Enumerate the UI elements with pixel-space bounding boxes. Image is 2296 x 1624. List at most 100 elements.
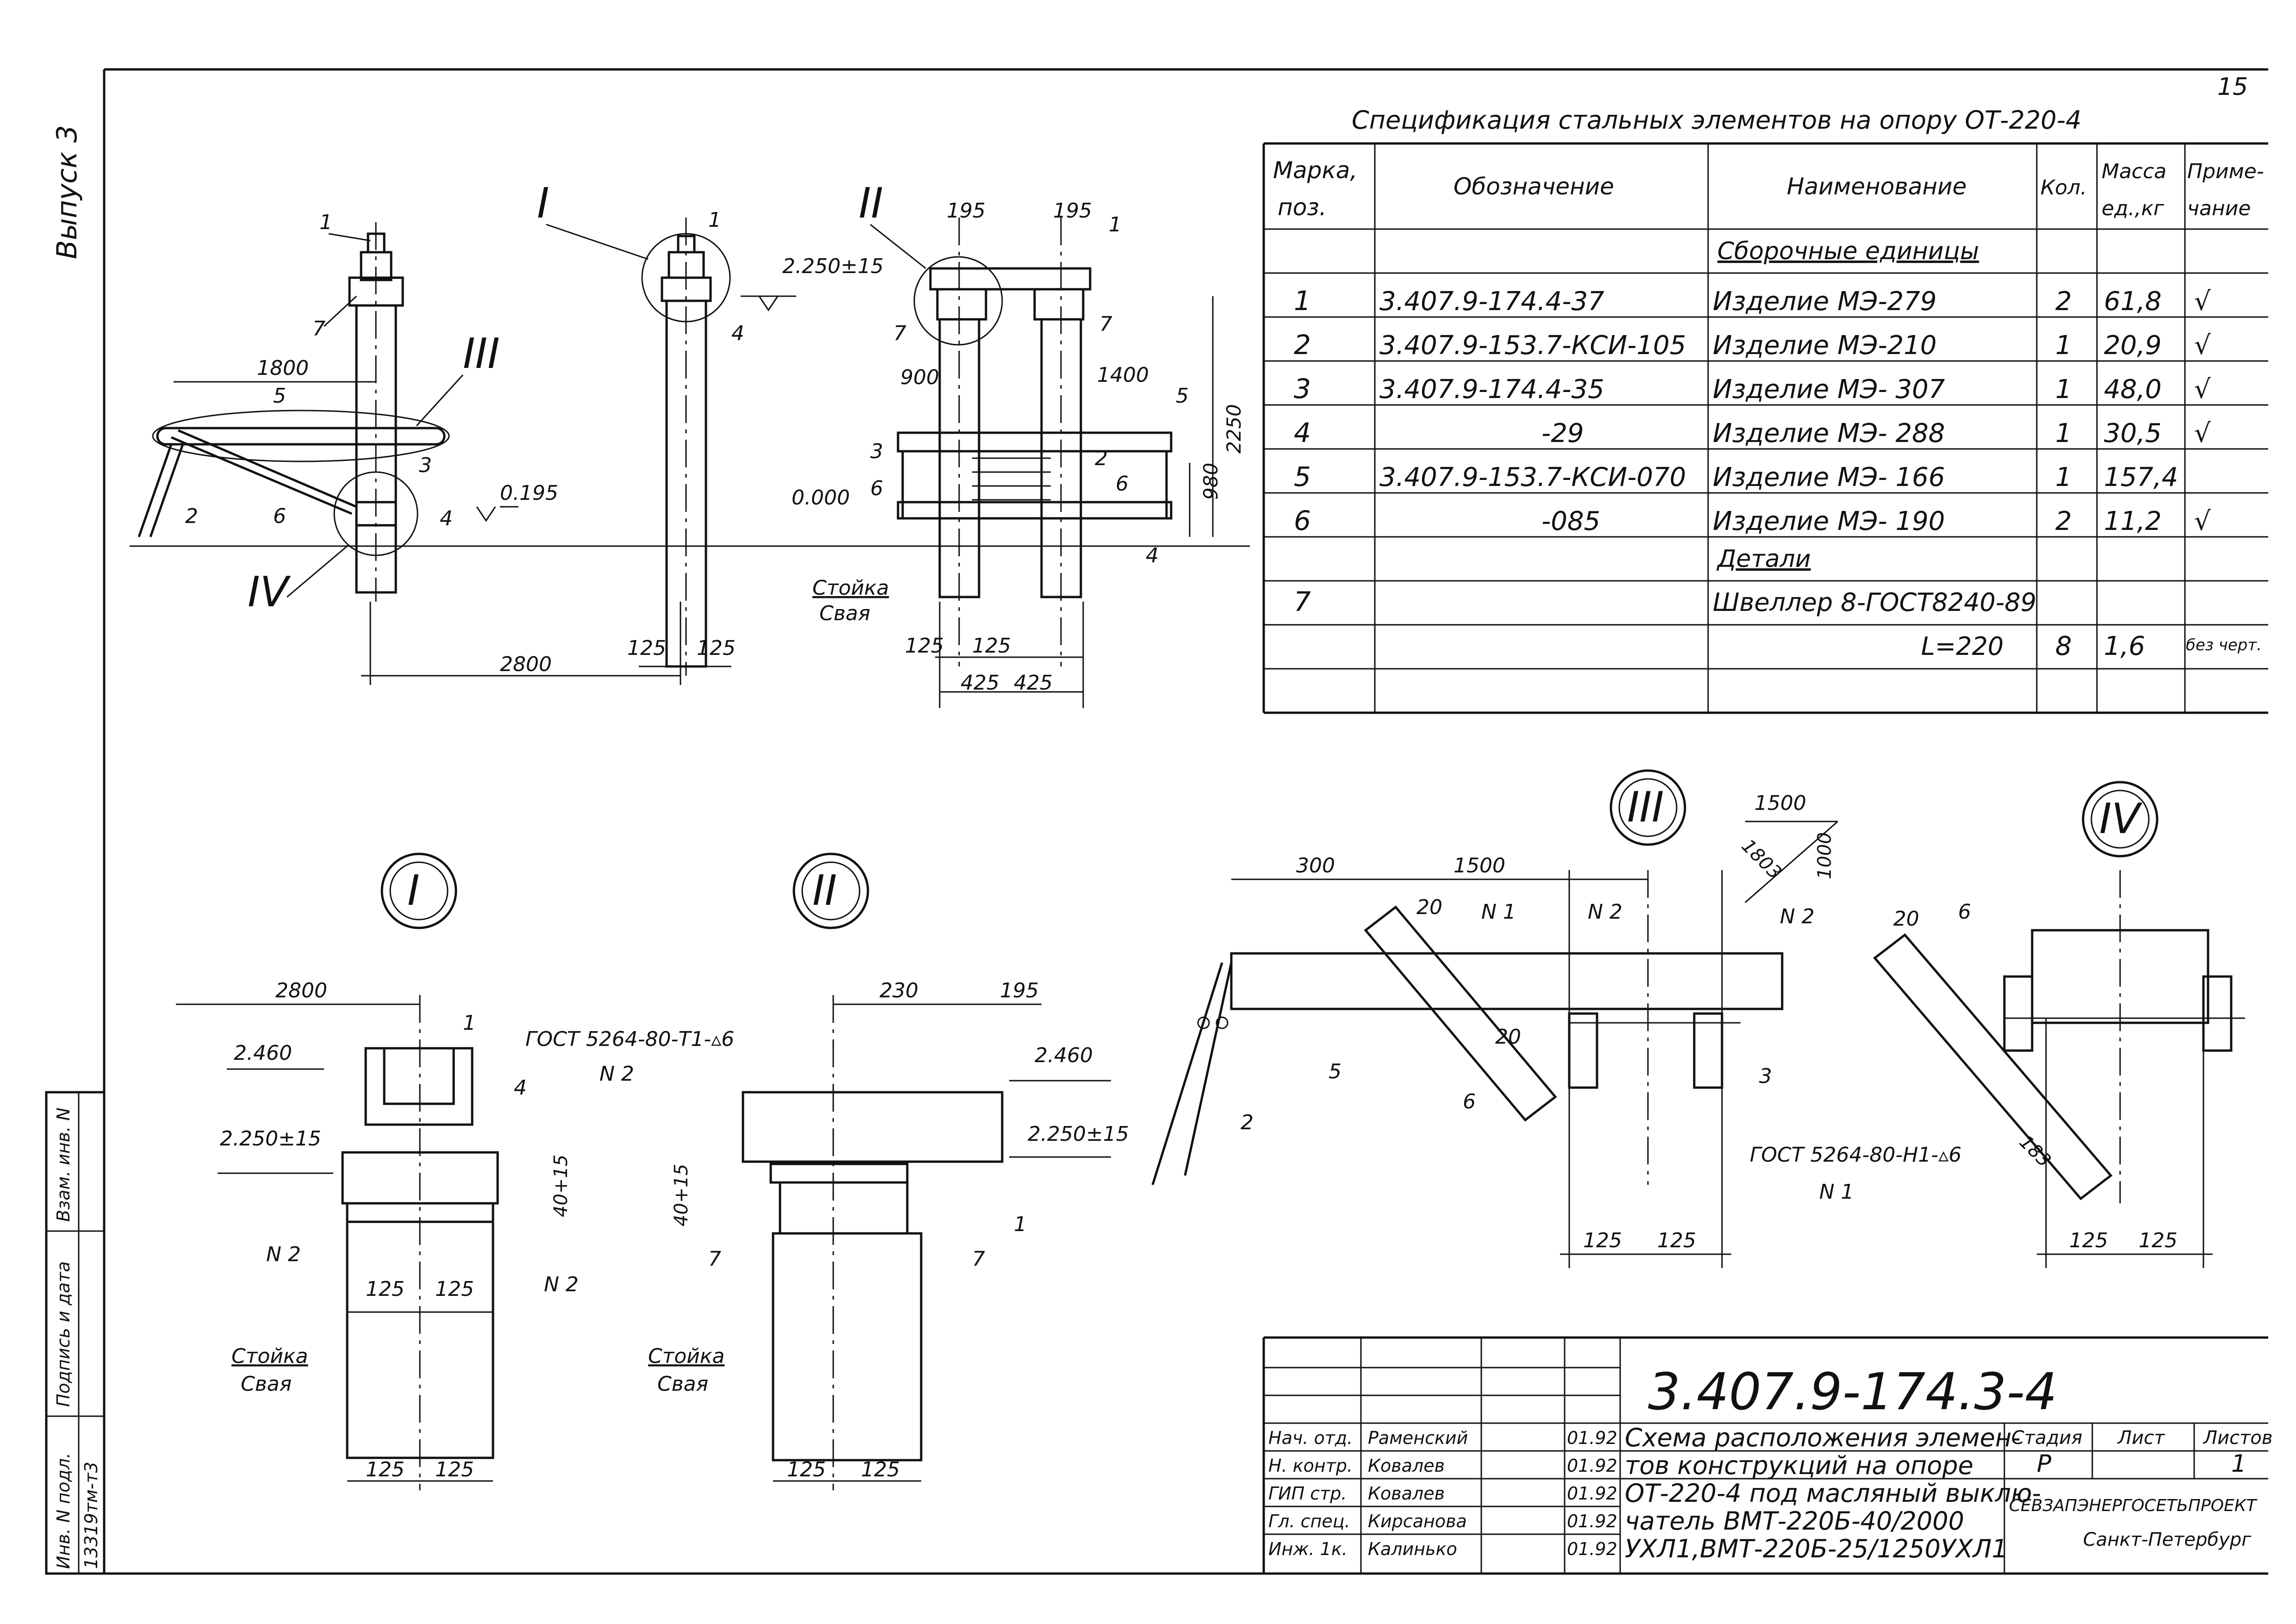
label-pos-6-c: 6: [1116, 472, 1129, 496]
title-line-4: чатель ВМТ-220Б-40/2000: [1625, 1506, 1964, 1536]
label-pos-1-a: 1: [319, 211, 332, 234]
spec-detail-note: без черт.: [2186, 636, 2262, 654]
spec-row-mass: 48,0: [2104, 374, 2162, 404]
label-pos-7-c: 7: [1099, 312, 1112, 336]
spec-row-qty: 1: [2055, 374, 2072, 404]
spec-row-designation: -085: [1541, 506, 1600, 536]
label-pos-2-c: 2: [1241, 1111, 1254, 1134]
front-elevation-labels: I 1 4 2.250±15 125 125: [537, 179, 884, 660]
spec-row-mark: 6: [1294, 505, 1311, 536]
spec-header-mass-2: ед.,кг: [2102, 197, 2165, 220]
spec-detail-name: L=220: [1921, 632, 2003, 661]
label-pos-3-a: 3: [419, 454, 432, 477]
spec-row-note: √: [2194, 374, 2211, 404]
dim-1800: 1800: [257, 356, 309, 380]
sheet-header: Лист: [2117, 1427, 2165, 1449]
level-2250-c: 2.250±15: [1028, 1122, 1129, 1146]
weld-n1-b: N 1: [1819, 1180, 1854, 1204]
dim-2800-a: 2800: [500, 653, 552, 676]
label-pos-5-b: 5: [1176, 384, 1189, 408]
spec-row-note: √: [2194, 506, 2211, 536]
roman-III-callout: III: [463, 330, 500, 378]
signature-name: Калинько: [1368, 1539, 1457, 1559]
roman-IV-node: IV: [2099, 795, 2143, 843]
roman-III-node: III: [1627, 783, 1664, 832]
dim-125-g: 125: [366, 1458, 405, 1481]
spec-row-designation: -29: [1541, 418, 1584, 448]
signature-name: Кирсанова: [1368, 1511, 1467, 1531]
signature-name: Ковалев: [1368, 1456, 1445, 1476]
vypusk-label: Выпуск 3: [51, 125, 83, 259]
dim-125-a: 125: [627, 636, 666, 660]
dim-183: 183: [2015, 1132, 2055, 1172]
level-0000: 0.000: [792, 486, 850, 510]
spec-section-details: Детали: [1716, 545, 1811, 573]
label-pos-7-a: 7: [312, 317, 325, 341]
dim-1400: 1400: [1097, 363, 1149, 387]
dim-425-a: 425: [961, 671, 999, 695]
spec-row-mass: 30,5: [2104, 418, 2162, 448]
spec-row-qty: 1: [2055, 418, 2072, 448]
title-line-3: ОТ-220-4 под масляный выклю-: [1625, 1479, 2041, 1508]
signature-role: ГИП стр.: [1268, 1483, 1347, 1504]
side-stamp: Взам. инв. N Подпись и дата Инв. N подл.…: [45, 1091, 106, 1575]
spec-section-assembly: Сборочные единицы: [1717, 237, 1979, 265]
side-elevation-labels: 1 7 5 3 2 6 4 1800 2800 0.195 III IV: [185, 211, 558, 676]
sheet-frame: [103, 68, 2268, 1575]
spec-row-mark: 2: [1294, 329, 1311, 361]
spec-header-note-2: чание: [2187, 197, 2251, 220]
weld-n2-b: N 2: [544, 1273, 579, 1296]
spec-row-mark: 5: [1294, 461, 1311, 492]
dim-125-b: 125: [697, 636, 736, 660]
node-II: [742, 852, 1111, 1490]
spec-header-qty: Кол.: [2040, 176, 2087, 199]
label-pos-1-d: 1: [463, 1011, 476, 1035]
label-pos-1-e: 1: [1014, 1213, 1027, 1236]
label-pos-4-d: 4: [514, 1076, 527, 1100]
dim-125-h: 125: [435, 1458, 474, 1481]
signature-date: 01.92: [1567, 1483, 1617, 1504]
dim-425-b: 425: [1014, 671, 1053, 695]
title-block-grid: [1262, 1336, 2268, 1574]
node-II-labels: II 230 195 ГОСТ 5264-80-Т1-▵6 N 2 2.460 …: [525, 866, 1129, 1481]
label-pos-5-c: 5: [1329, 1060, 1341, 1083]
spec-header-designation: Обозначение: [1454, 173, 1614, 200]
spec-row-qty: 1: [2055, 462, 2072, 492]
spec-row-qty: 2: [2055, 506, 2072, 536]
title-text: Схема расположения элемен- тов конструкц…: [1625, 1423, 2041, 1563]
dim-20-c: 20: [1893, 907, 1919, 931]
organization: СЕВЗАПЭНЕРГОСЕТЬПРОЕКТ: [2009, 1496, 2258, 1515]
title-line-1: Схема расположения элемен-: [1625, 1423, 2021, 1452]
signature-date: 01.92: [1567, 1511, 1617, 1531]
level-2250: 2.250±15: [782, 255, 884, 278]
label-pos-6-e: 6: [1958, 900, 1971, 924]
elevation-II-labels: II 195 195 1 7 7 900 1400 5 3 6 2 6 4 0.…: [792, 179, 1245, 695]
dim-195-b: 195: [1053, 199, 1092, 223]
roman-II-callout: II: [859, 179, 883, 228]
spec-row-designation: 3.407.9-174.4-35: [1379, 374, 1604, 404]
label-pos-1-c: 1: [1109, 213, 1122, 236]
label-pos-7-d: 7: [708, 1247, 721, 1271]
gost-t1: ГОСТ 5264-80-Т1-▵6: [525, 1027, 734, 1051]
dim-125-d: 125: [972, 634, 1011, 658]
sheet-value: 1: [2231, 1450, 2246, 1478]
label-pos-4-a: 4: [440, 507, 453, 530]
svaya-label-c: Свая: [657, 1372, 708, 1396]
dim-125-c: 125: [905, 634, 944, 658]
dim-125-i: 125: [787, 1458, 826, 1481]
dim-125-e: 125: [366, 1277, 405, 1301]
label-pos-7-b: 7: [893, 322, 906, 345]
spec-header-name: Наименование: [1787, 173, 1967, 200]
node-III-labels: III 300 1500 1500 1803 1000 20 20 N 1 N …: [1241, 783, 1835, 1252]
spec-detail-qty: 8: [2055, 631, 2072, 661]
dim-195-c: 195: [1000, 979, 1039, 1002]
weld-n2-d: N 2: [1588, 900, 1622, 924]
view-front-elevation: [639, 218, 796, 676]
dim-20-b: 20: [1495, 1025, 1521, 1049]
spec-row-designation: 3.407.9-153.7-КСИ-070: [1379, 462, 1686, 492]
spec-header-mass-1: Масса: [2102, 160, 2166, 183]
spec-detail-mark: 7: [1294, 586, 1311, 617]
spec-row-name: Изделие МЭ- 288: [1713, 418, 1945, 448]
label-pos-2-b: 2: [1095, 447, 1108, 470]
